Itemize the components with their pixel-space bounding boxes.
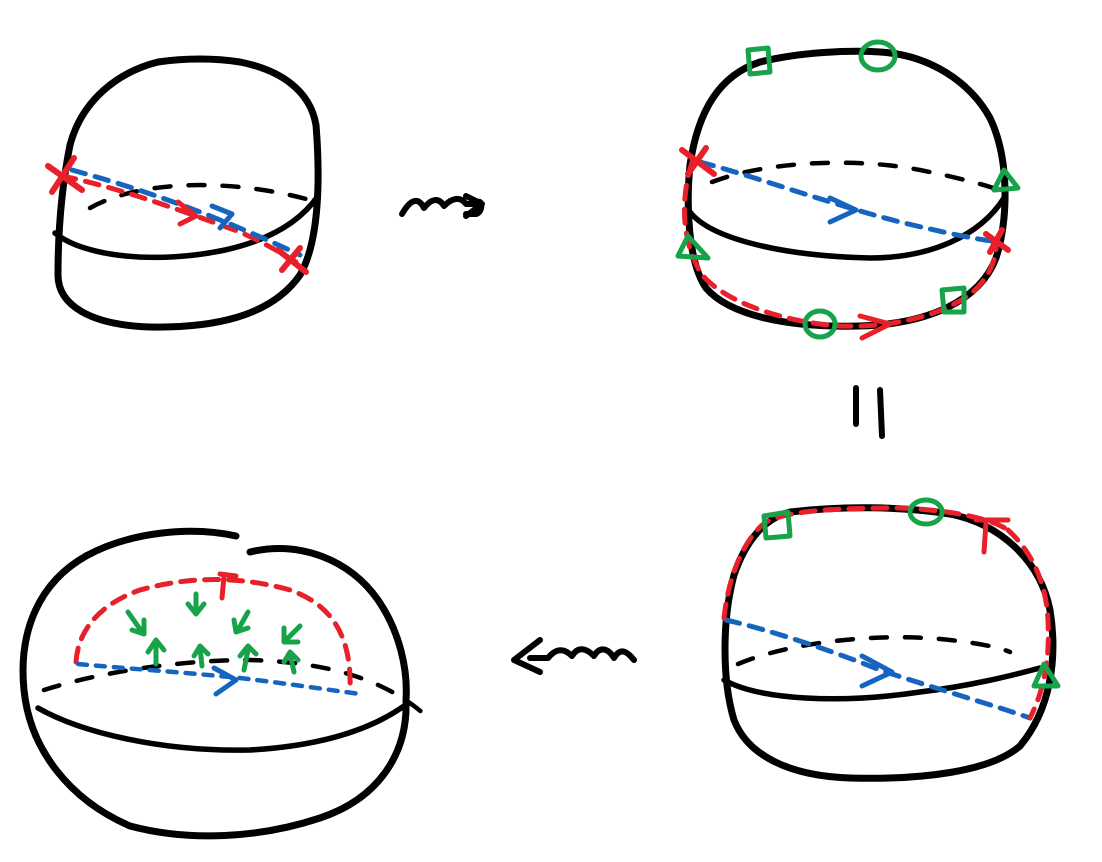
flow-arrow-up-icon: [191, 643, 211, 669]
sphere-4-equator-back: [41, 657, 427, 717]
connector-equals-vertical: [853, 385, 885, 439]
sphere-2-circle-top-icon: [858, 39, 898, 73]
flow-arrow-up-icon: [281, 649, 301, 675]
sphere-2: [675, 39, 1021, 341]
sphere-1-equator-back: [87, 182, 313, 211]
sphere-1-outline: [54, 55, 322, 331]
flow-arrow-down-icon: [231, 609, 251, 635]
sphere-1-start-cross: [45, 155, 85, 195]
sphere-4-blue-path: [75, 661, 363, 697]
squiggle-arrow-right-icon: [399, 193, 485, 219]
sphere-2-square-bottom-icon: [939, 285, 967, 315]
sphere-4: [19, 527, 427, 840]
sphere-1-red-arrowhead: [175, 199, 199, 227]
sphere-2-triangle-right-icon: [991, 167, 1021, 193]
sphere-2-outline: [684, 47, 1009, 330]
sphere-4-red-dome-path: [73, 577, 353, 693]
sphere-3-equator-front: [721, 665, 1043, 702]
sphere-2-red-boundary-path: [682, 159, 999, 329]
sphere-2-circle-bottom-icon: [802, 308, 838, 340]
sphere-4-outline-right: [246, 545, 410, 704]
sphere-1-end-cross: [275, 245, 309, 275]
sphere-2-equator-front: [687, 195, 1007, 261]
sphere-3-equator-back: [735, 635, 1013, 667]
sphere-1: [45, 55, 322, 331]
sphere-1-blue-arrowhead: [209, 203, 235, 231]
sphere-2-square-top-icon: [745, 45, 773, 77]
sphere-2-start-cross: [679, 145, 717, 177]
flow-arrow-down-icon: [125, 609, 147, 637]
flow-arrow-up-icon: [145, 637, 167, 667]
sphere-1-equator-front: [52, 193, 321, 261]
sphere-3-square-icon: [761, 509, 793, 541]
flow-arrow-down-icon: [185, 591, 207, 617]
connector-squiggle-arrow-right: [399, 193, 485, 219]
equals-vertical-icon: [853, 385, 885, 439]
sphere-1-red-path: [59, 173, 299, 265]
sphere-3-red-side-path: [1005, 527, 1051, 721]
sphere-3-triangle-icon: [1031, 661, 1061, 689]
sphere-3-red-arrowhead: [973, 517, 1011, 555]
squiggle-arrow-left-icon: [511, 637, 637, 675]
sphere-3-red-top-path: [721, 505, 1011, 621]
flow-arrow-up-icon: [237, 643, 259, 673]
sphere-3-outline: [721, 504, 1057, 782]
sphere-2-triangle-left-icon: [675, 233, 711, 261]
sphere-3: [721, 497, 1061, 782]
sphere-4-red-arrowhead: [217, 571, 239, 601]
sphere-2-blue-arrowhead: [827, 195, 859, 225]
sphere-2-equator-back: [709, 160, 1007, 195]
sphere-4-flow-arrows: [125, 591, 303, 675]
sphere-4-outline-left: [19, 527, 410, 840]
sphere-3-blue-arrowhead: [859, 653, 895, 689]
flow-arrow-down-icon: [281, 623, 303, 645]
sphere-4-blue-arrowhead: [211, 665, 239, 697]
sphere-2-end-cross: [983, 227, 1011, 255]
sphere-4-equator-front: [35, 703, 407, 753]
connector-squiggle-arrow-left: [511, 637, 637, 675]
sphere-1-blue-path: [69, 167, 303, 258]
sphere-3-circle-icon: [907, 497, 945, 527]
sphere-2-blue-path: [697, 159, 1003, 245]
sphere-3-blue-path: [723, 617, 1033, 721]
sphere-2-red-arrowhead: [857, 313, 893, 341]
